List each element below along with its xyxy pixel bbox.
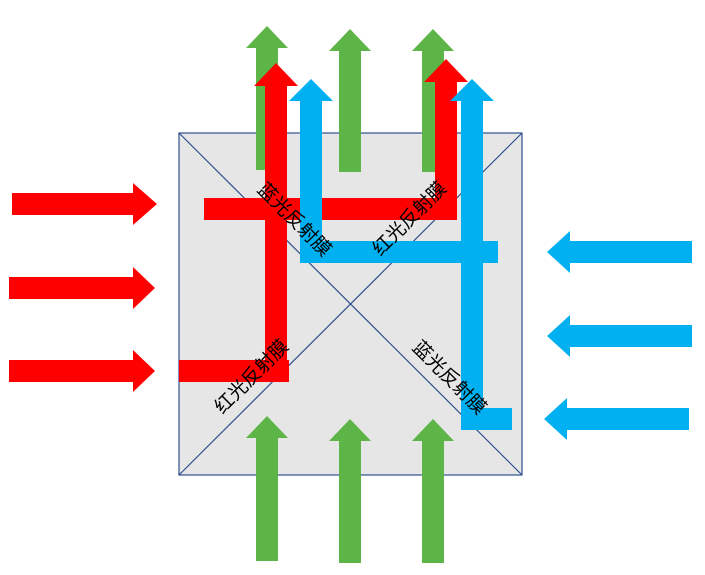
blue-input-arrow-1 — [547, 231, 692, 273]
green-output-arrow-2 — [329, 29, 371, 172]
green-input-arrow-1 — [246, 416, 288, 561]
blue-input-arrow-3 — [544, 398, 689, 440]
red-input-arrow-1 — [12, 183, 157, 225]
red-beam-vertical-right — [435, 78, 457, 220]
blue-beam-vertical-left — [300, 100, 322, 263]
blue-beam-vertical-right — [461, 100, 483, 430]
blue-output-arrow-left-head — [289, 79, 333, 101]
red-output-arrow-left-head — [254, 63, 298, 86]
red-beam-vertical-left — [265, 82, 287, 382]
green-input-arrow-2 — [329, 419, 371, 563]
red-output-arrow-right-head — [424, 59, 468, 82]
blue-input-arrow-2 — [547, 315, 692, 357]
red-input-arrow-3 — [9, 350, 155, 392]
red-beam-horizontal-bottom — [179, 360, 289, 382]
green-input-arrow-3 — [412, 419, 454, 563]
blue-output-arrow-right-head — [450, 79, 494, 101]
red-input-arrow-2 — [9, 267, 155, 309]
blue-beam-horizontal-mid — [300, 241, 498, 263]
